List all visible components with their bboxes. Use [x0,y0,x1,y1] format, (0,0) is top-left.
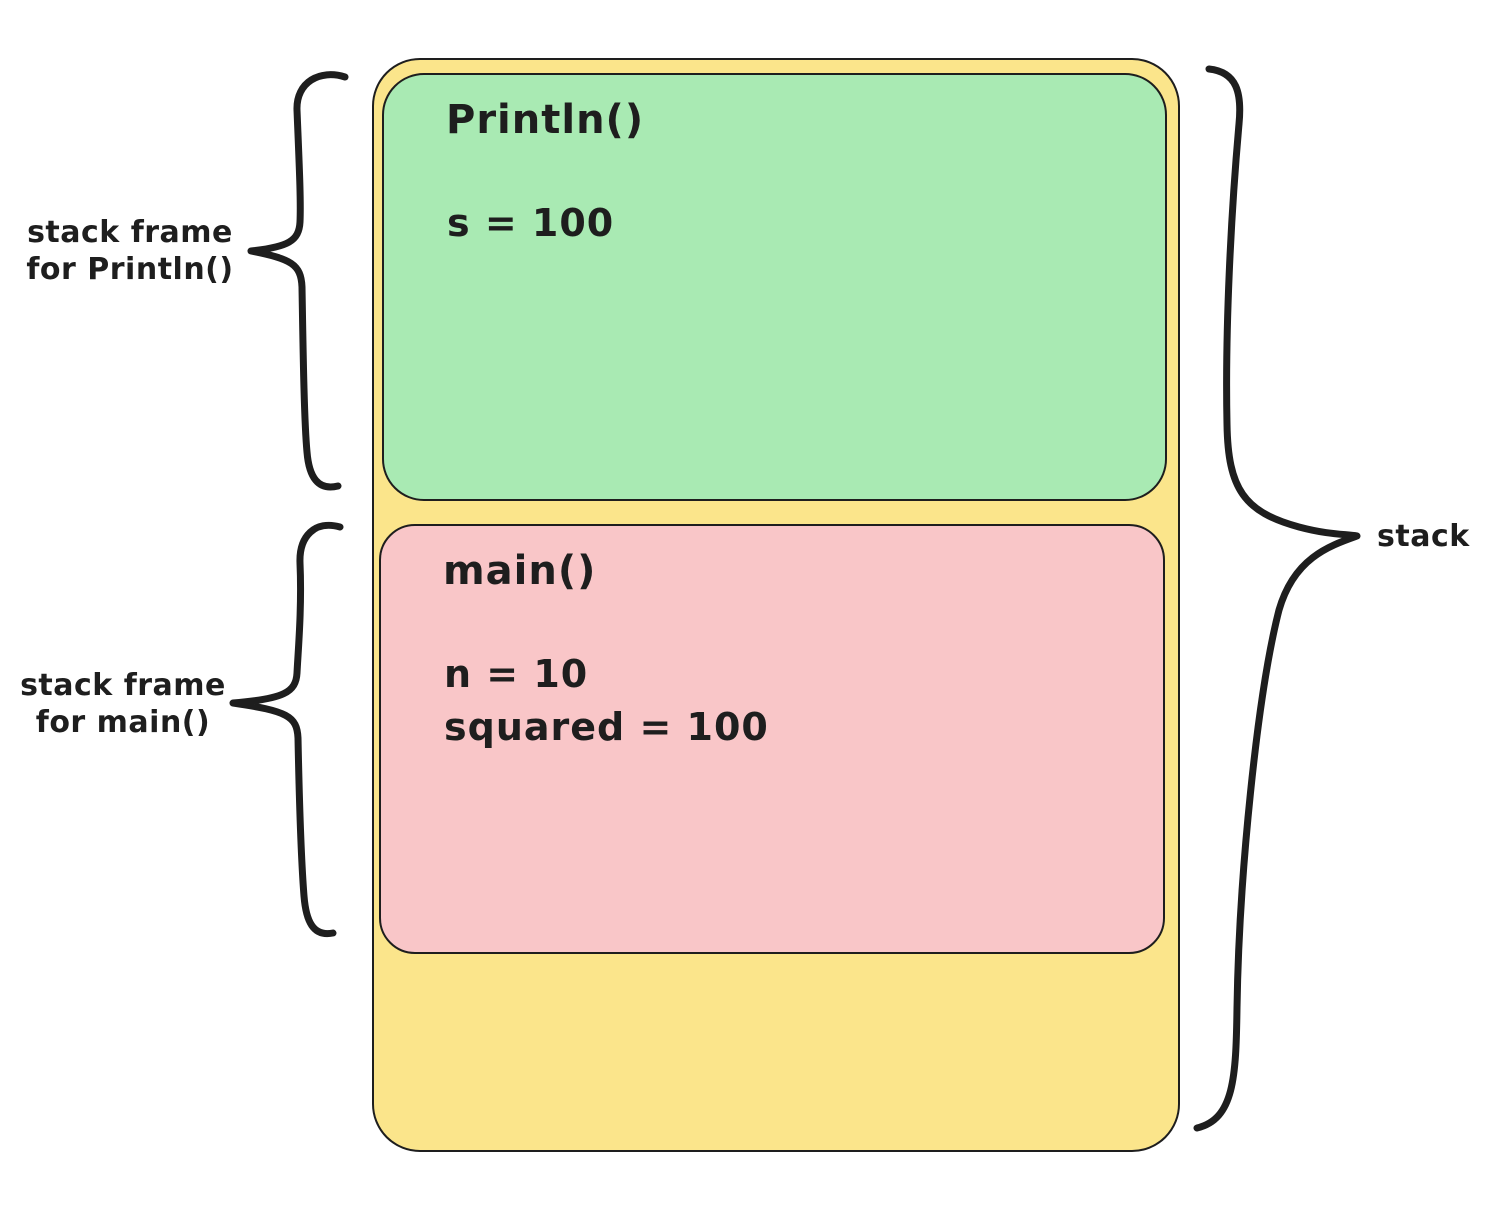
main-frame-brace-label-line1: stack frame [20,668,226,703]
frame-main-var-n: n = 10 [444,652,589,696]
main-frame-brace-label-line2: for main() [35,705,211,740]
println-frame-brace-label-line2: for Println() [26,252,234,287]
stack-label: stack [1377,519,1470,554]
println-frame-brace [247,71,349,491]
println-frame-brace-label-line1: stack frame [27,215,233,250]
frame-println-title: Println() [446,97,645,143]
println-frame-brace-label: stack frame for Println() [15,214,245,288]
frame-println: Println() s = 100 [382,73,1167,501]
frame-main-title: main() [443,548,597,594]
stack-brace [1193,65,1361,1132]
main-frame-brace-label: stack frame for main() [8,667,238,741]
frame-println-var-s: s = 100 [447,201,615,245]
frame-main: main() n = 10 squared = 100 [379,524,1165,954]
frame-main-var-squared: squared = 100 [444,705,769,749]
main-frame-brace [229,522,344,938]
